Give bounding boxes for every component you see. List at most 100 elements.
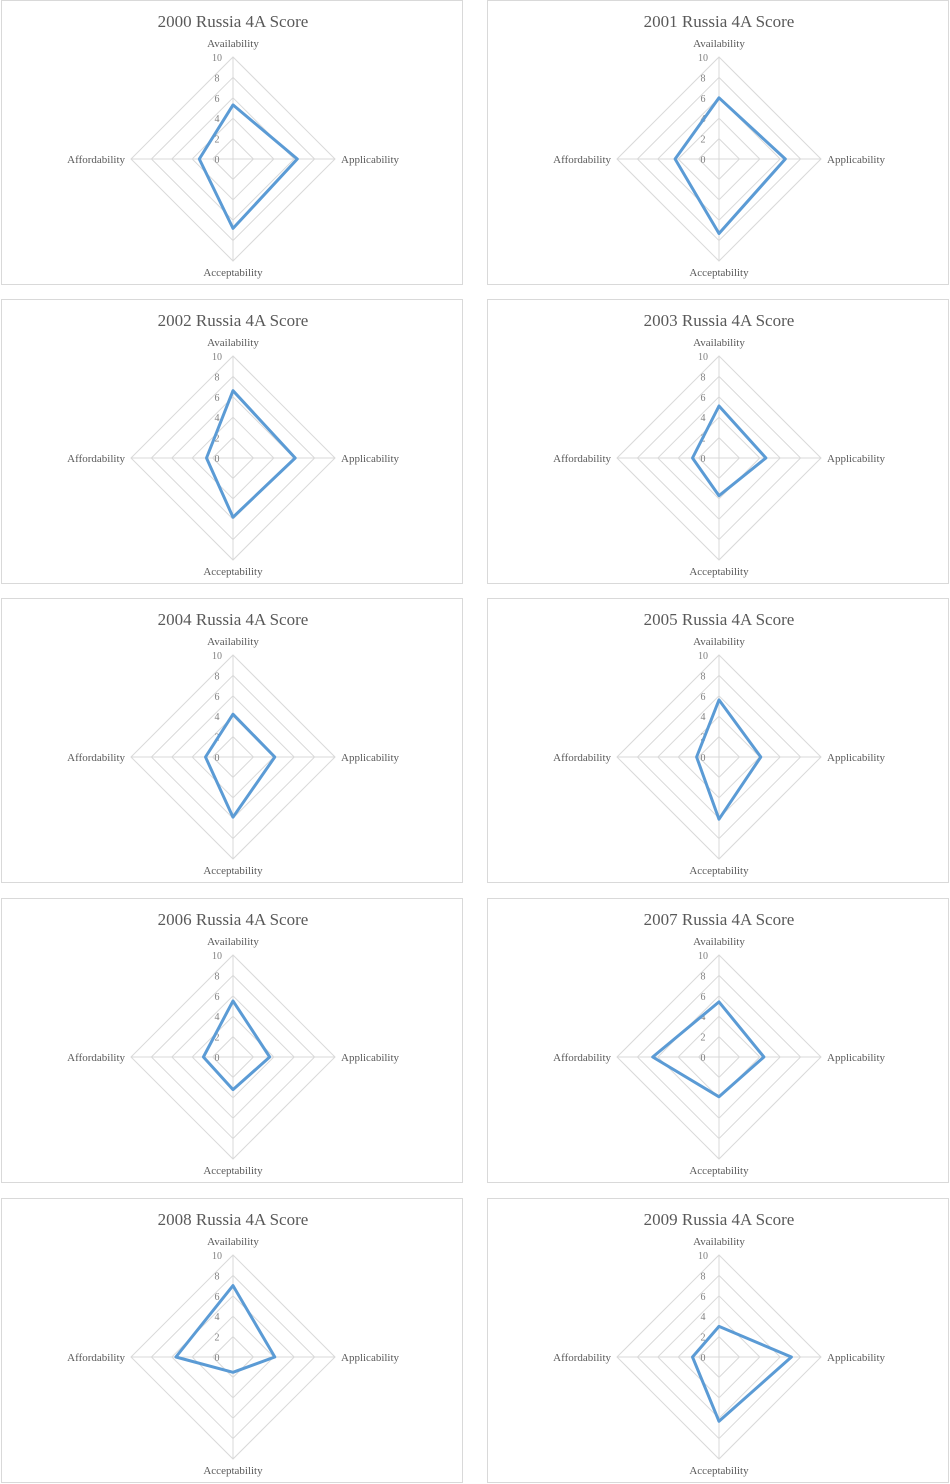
series-line [201,999,272,1092]
tick-label: 8 [215,971,220,982]
tick-label: 6 [701,692,706,703]
tick-label: 4 [701,1012,706,1023]
axis-label-availability: Availability [207,337,259,349]
tick-label: 6 [701,94,706,105]
axis-label-availability: Availability [207,636,259,648]
axis-label-availability: Availability [693,337,745,349]
axis-label-applicability: Applicability [827,1352,886,1364]
radar-chart-svg: 2009 Russia 4A Score0246810AvailabilityA… [553,1210,886,1477]
tick-label: 6 [215,1292,220,1303]
tick-label: 4 [701,1312,706,1323]
tick-label: 10 [698,1251,708,1262]
chart-title: 2001 Russia 4A Score [644,12,795,31]
axis-label-acceptability: Acceptability [203,1165,263,1177]
tick-label: 10 [212,352,222,363]
chart-title: 2005 Russia 4A Score [644,610,795,629]
tick-label: 4 [215,1012,220,1023]
axis-label-availability: Availability [693,636,745,648]
axis-label-acceptability: Acceptability [203,1465,263,1477]
axis-label-affordability: Affordability [553,453,611,465]
axis-label-acceptability: Acceptability [203,566,263,578]
chart-title: 2007 Russia 4A Score [644,910,795,929]
tick-label: 6 [701,393,706,404]
axis-label-acceptability: Acceptability [689,865,749,877]
series-line [174,1284,277,1374]
tick-label: 8 [701,73,706,84]
chart-title: 2000 Russia 4A Score [158,12,309,31]
tick-label: 10 [698,53,708,64]
tick-label: 0 [701,155,706,166]
tick-label: 8 [215,372,220,383]
chart-title: 2003 Russia 4A Score [644,311,795,330]
tick-label: 4 [215,1312,220,1323]
axis-label-affordability: Affordability [67,752,125,764]
tick-label: 10 [212,951,222,962]
axis-label-applicability: Applicability [827,1052,886,1064]
tick-label: 4 [701,413,706,424]
chart-title: 2006 Russia 4A Score [158,910,309,929]
axis-label-availability: Availability [207,1236,259,1248]
tick-label: 6 [701,992,706,1003]
tick-label: 0 [701,454,706,465]
axis-label-availability: Availability [693,38,745,50]
tick-label: 0 [215,1053,220,1064]
axis-label-acceptability: Acceptability [203,865,263,877]
tick-label: 4 [215,413,220,424]
tick-label: 2 [215,434,220,445]
tick-label: 8 [215,73,220,84]
axis-label-availability: Availability [207,936,259,948]
series-line [695,698,763,821]
tick-label: 0 [701,1053,706,1064]
axis-label-affordability: Affordability [553,1352,611,1364]
axis-label-applicability: Applicability [827,154,886,166]
tick-label: 0 [215,753,220,764]
axis-label-acceptability: Acceptability [689,267,749,279]
tick-label: 2 [701,1333,706,1344]
axis-label-applicability: Applicability [827,453,886,465]
tick-label: 6 [215,94,220,105]
tick-label: 8 [701,372,706,383]
radar-chart-svg: 2006 Russia 4A Score0246810AvailabilityA… [67,910,399,1177]
axis-label-availability: Availability [693,936,745,948]
tick-label: 6 [215,692,220,703]
axis-label-acceptability: Acceptability [203,267,263,279]
tick-label: 2 [215,1333,220,1344]
tick-label: 8 [215,1271,220,1282]
axis-label-affordability: Affordability [67,154,125,166]
axis-label-affordability: Affordability [67,1352,125,1364]
tick-label: 10 [698,951,708,962]
axis-label-applicability: Applicability [827,752,886,764]
radar-chart-svg: 2007 Russia 4A Score0246810AvailabilityA… [553,910,886,1177]
tick-label: 10 [212,53,222,64]
tick-label: 0 [701,753,706,764]
axis-label-affordability: Affordability [553,752,611,764]
tick-label: 10 [212,651,222,662]
axis-label-acceptability: Acceptability [689,566,749,578]
axis-label-availability: Availability [207,38,259,50]
radar-chart-svg: 2002 Russia 4A Score0246810AvailabilityA… [67,311,400,578]
axis-label-acceptability: Acceptability [689,1165,749,1177]
radar-chart-svg: 2005 Russia 4A Score0246810AvailabilityA… [553,610,886,877]
tick-label: 4 [701,712,706,723]
tick-label: 2 [215,135,220,146]
radar-chart-svg: 2004 Russia 4A Score0246810AvailabilityA… [67,610,399,877]
tick-label: 10 [698,651,708,662]
tick-label: 0 [215,155,220,166]
axis-label-availability: Availability [693,1236,745,1248]
tick-label: 10 [212,1251,222,1262]
radar-chart-svg: 2003 Russia 4A Score0246810AvailabilityA… [553,311,886,578]
tick-label: 2 [701,1033,706,1044]
chart-title: 2009 Russia 4A Score [644,1210,795,1229]
tick-label: 6 [215,992,220,1003]
axis-label-applicability: Applicability [341,453,400,465]
axis-label-acceptability: Acceptability [689,1465,749,1477]
